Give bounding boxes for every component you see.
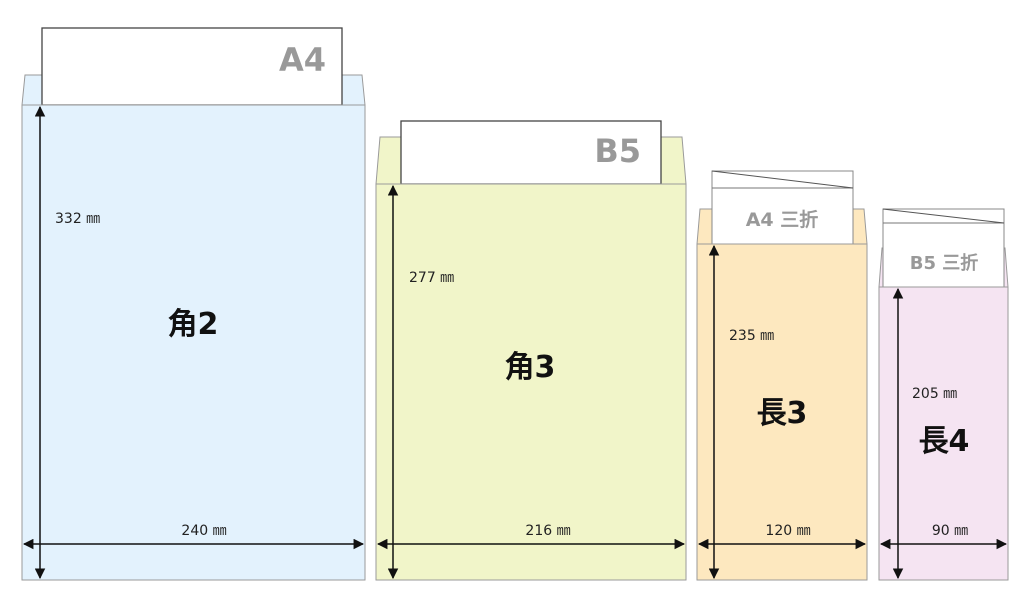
paper-sheet [882,208,1005,288]
height-label: 205 ㎜ [912,386,957,402]
height-label: 277 ㎜ [409,270,454,286]
envelope-kaku2: A4 332 ㎜ 240 ㎜ 角2 [21,27,366,581]
height-label: 235 ㎜ [729,328,774,344]
width-label: 240 ㎜ [181,523,226,539]
envelope-naga3: A4 三折 235 ㎜ 120 ㎜ 長3 [696,170,868,581]
width-label: 216 ㎜ [525,523,570,539]
height-label: 332 ㎜ [55,211,100,227]
paper-label: B5 [594,132,641,170]
width-label: 90 ㎜ [932,523,968,539]
paper-label: A4 [279,41,326,79]
width-label: 120 ㎜ [765,523,810,539]
envelope-kaku3: B5 277 ㎜ 216 ㎜ 角3 [375,120,687,581]
paper-sheet [711,170,854,245]
paper-sheet [400,120,662,185]
paper-label: B5 三折 [910,252,979,274]
fold-diagonal [711,170,854,189]
envelope-name: 角3 [505,350,556,385]
envelope-body [21,104,366,581]
fold-diagonal [882,208,1005,224]
envelope-body [696,243,868,581]
envelope-name: 長3 [757,396,808,431]
paper-sheet [41,27,343,106]
envelope-name: 角2 [168,307,219,342]
envelope-body [375,183,687,581]
envelope-naga4: B5 三折 205 ㎜ 90 ㎜ 長4 [878,208,1009,581]
envelope-name: 長4 [919,424,970,459]
paper-label: A4 三折 [746,209,819,231]
